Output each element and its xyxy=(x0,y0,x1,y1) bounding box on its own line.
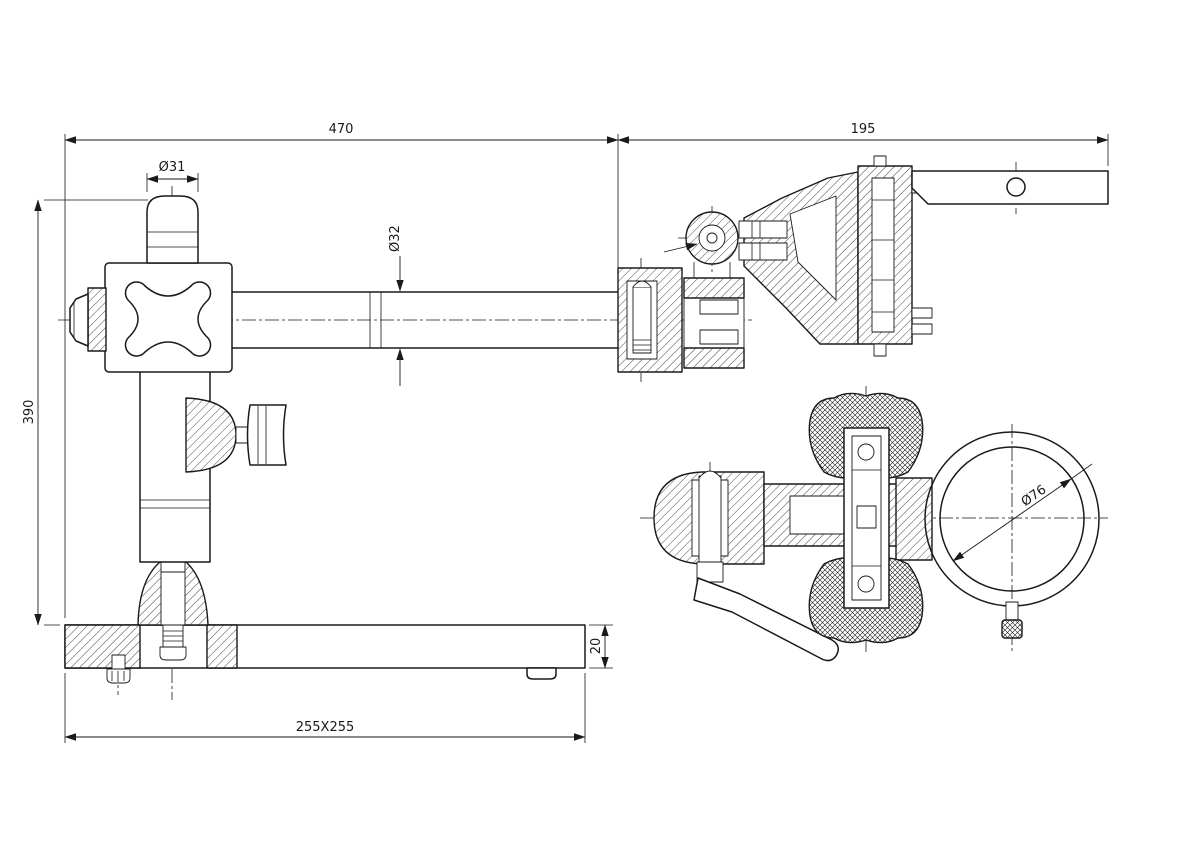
leader-arrow xyxy=(663,242,698,253)
side-clamp xyxy=(653,470,765,565)
dim-ring-diameter: Ø76 xyxy=(952,463,1093,562)
top-bar xyxy=(911,170,1109,205)
base-screw xyxy=(106,654,131,684)
bolt-nut xyxy=(159,646,187,661)
plate-stud xyxy=(911,323,933,335)
dim-label-base-thickness: 20 xyxy=(589,638,604,655)
pivot-joint xyxy=(685,211,739,278)
dim-label-arm-diameter: Ø32 xyxy=(388,225,403,252)
clamp-handle xyxy=(693,561,839,662)
side-knob xyxy=(185,397,287,473)
clamp-ring-view xyxy=(653,392,1100,662)
dim-label-cap-diameter: Ø31 xyxy=(159,160,186,175)
clamp-cross-slot xyxy=(124,281,212,357)
angle-bracket xyxy=(743,171,859,345)
dim-column-height: 390 xyxy=(22,199,148,626)
base-plate xyxy=(64,624,586,684)
spindle xyxy=(843,427,890,609)
dim-base-plan: 255X255 xyxy=(64,673,586,743)
ring-screw xyxy=(1001,601,1023,639)
base-foot xyxy=(526,667,557,680)
dim-label-base-plan: 255X255 xyxy=(296,720,355,735)
clevis-bolts xyxy=(738,220,788,261)
dim-label-ring-diameter: Ø76 xyxy=(1019,482,1050,510)
plate-stud xyxy=(873,155,887,167)
dim-label-column-height: 390 xyxy=(22,400,37,425)
bar-hole xyxy=(1006,177,1026,197)
dim-label-bracket-length: 195 xyxy=(851,122,876,137)
left-lock-screw xyxy=(69,287,107,352)
dim-cap-diameter: Ø31 xyxy=(146,160,199,192)
stand-side-view xyxy=(64,155,1109,684)
dim-arm-length: 470 xyxy=(64,122,619,618)
dim-arm-diameter: Ø32 xyxy=(388,225,404,386)
plate-stud xyxy=(873,343,887,357)
clamp-block xyxy=(104,262,233,373)
ring-boss xyxy=(895,477,933,561)
top-cap xyxy=(146,195,199,264)
clamp-plate xyxy=(857,155,933,357)
horizontal-arm xyxy=(231,291,623,349)
arm-end-clamp xyxy=(617,267,745,373)
dim-bracket-length: 195 xyxy=(617,122,1109,166)
dim-base-thickness: 20 xyxy=(589,624,613,669)
plate-stud xyxy=(911,307,933,319)
dim-label-arm-length: 470 xyxy=(329,122,354,137)
